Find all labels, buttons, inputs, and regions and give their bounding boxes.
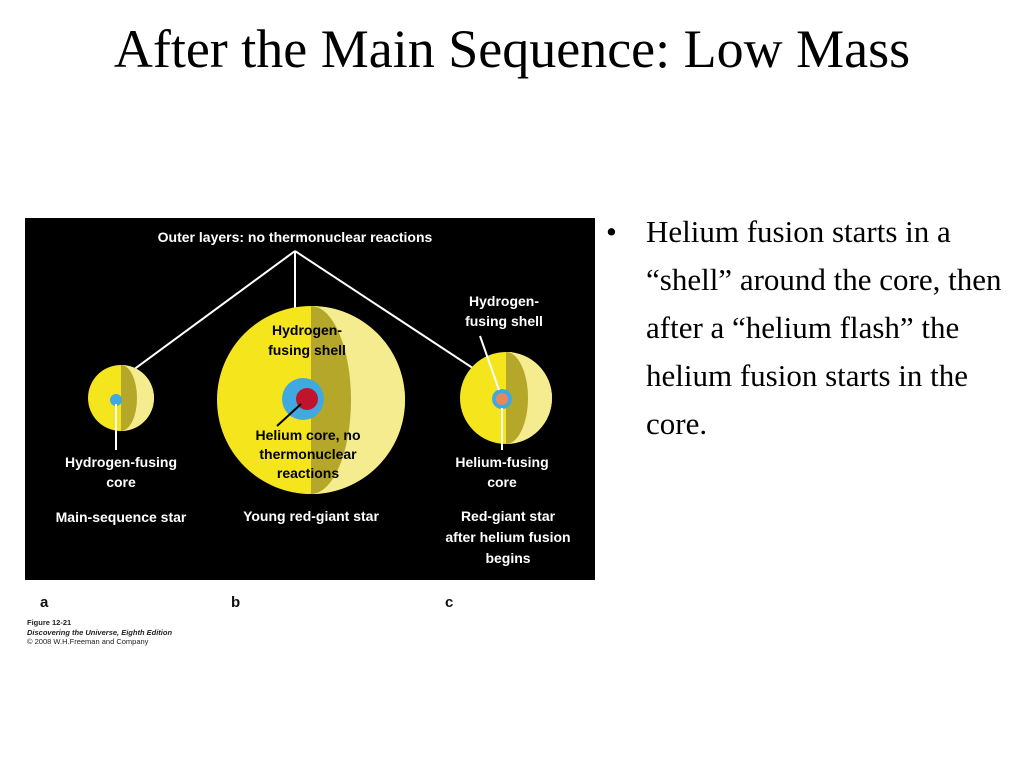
panel-letter-a: a	[40, 594, 49, 611]
helium-fusing-core-c	[496, 393, 508, 405]
red-giant-star-helium	[460, 335, 552, 450]
slide-title: After the Main Sequence: Low Mass	[113, 19, 911, 79]
star-c-core-label-1: Helium-fusing	[455, 454, 548, 470]
star-a-core-label-1: Hydrogen-fusing	[65, 454, 177, 470]
copyright: © 2008 W.H.Freeman and Company	[27, 637, 149, 646]
star-b-core-label-2: thermonuclear	[259, 446, 357, 462]
outer-layer-pointer-lines	[124, 250, 498, 385]
star-evolution-figure: Outer layers: no thermonuclear reactions…	[25, 218, 595, 580]
star-b-shell-label-2: fusing shell	[268, 342, 346, 358]
bullet-item: • Helium fusion starts in a “shell” arou…	[606, 208, 1016, 448]
figure-number: Figure 12-21	[27, 618, 72, 627]
star-c-shell-label-1: Hydrogen-	[469, 293, 539, 309]
panel-letter-c: c	[445, 594, 454, 611]
panel-letter-b: b	[231, 594, 241, 611]
main-sequence-star	[88, 365, 154, 450]
figure-caption: Figure 12-21 Discovering the Universe, E…	[27, 618, 172, 647]
star-a-core-label-2: core	[106, 474, 136, 490]
star-b-shell-label-1: Hydrogen-	[272, 322, 342, 338]
star-b-name: Young red-giant star	[243, 508, 379, 524]
star-c-core-label-2: core	[487, 474, 517, 490]
star-b-core-label-3: reactions	[277, 465, 339, 481]
pointer-line-a	[124, 250, 296, 377]
star-c-name-1: Red-giant star	[461, 508, 556, 524]
hydrogen-fusing-core-a	[110, 394, 122, 406]
bullet-text: Helium fusion starts in a “shell” around…	[646, 214, 1002, 441]
figure-svg: Outer layers: no thermonuclear reactions…	[56, 229, 571, 566]
outer-layers-label: Outer layers: no thermonuclear reactions	[158, 229, 433, 245]
book-title: Discovering the Universe, Eighth Edition	[27, 627, 173, 637]
star-a-name: Main-sequence star	[56, 509, 187, 525]
star-c-name-3: begins	[485, 550, 530, 566]
star-c-shell-label-2: fusing shell	[465, 313, 543, 329]
helium-core-b	[296, 388, 318, 410]
bullet-marker: •	[606, 214, 617, 249]
pointer-line-c	[294, 250, 498, 385]
young-red-giant-star	[217, 306, 405, 494]
bullet-list: • Helium fusion starts in a “shell” arou…	[606, 208, 1016, 448]
star-c-name-2: after helium fusion	[445, 529, 570, 545]
star-b-core-label-1: Helium core, no	[255, 427, 360, 443]
